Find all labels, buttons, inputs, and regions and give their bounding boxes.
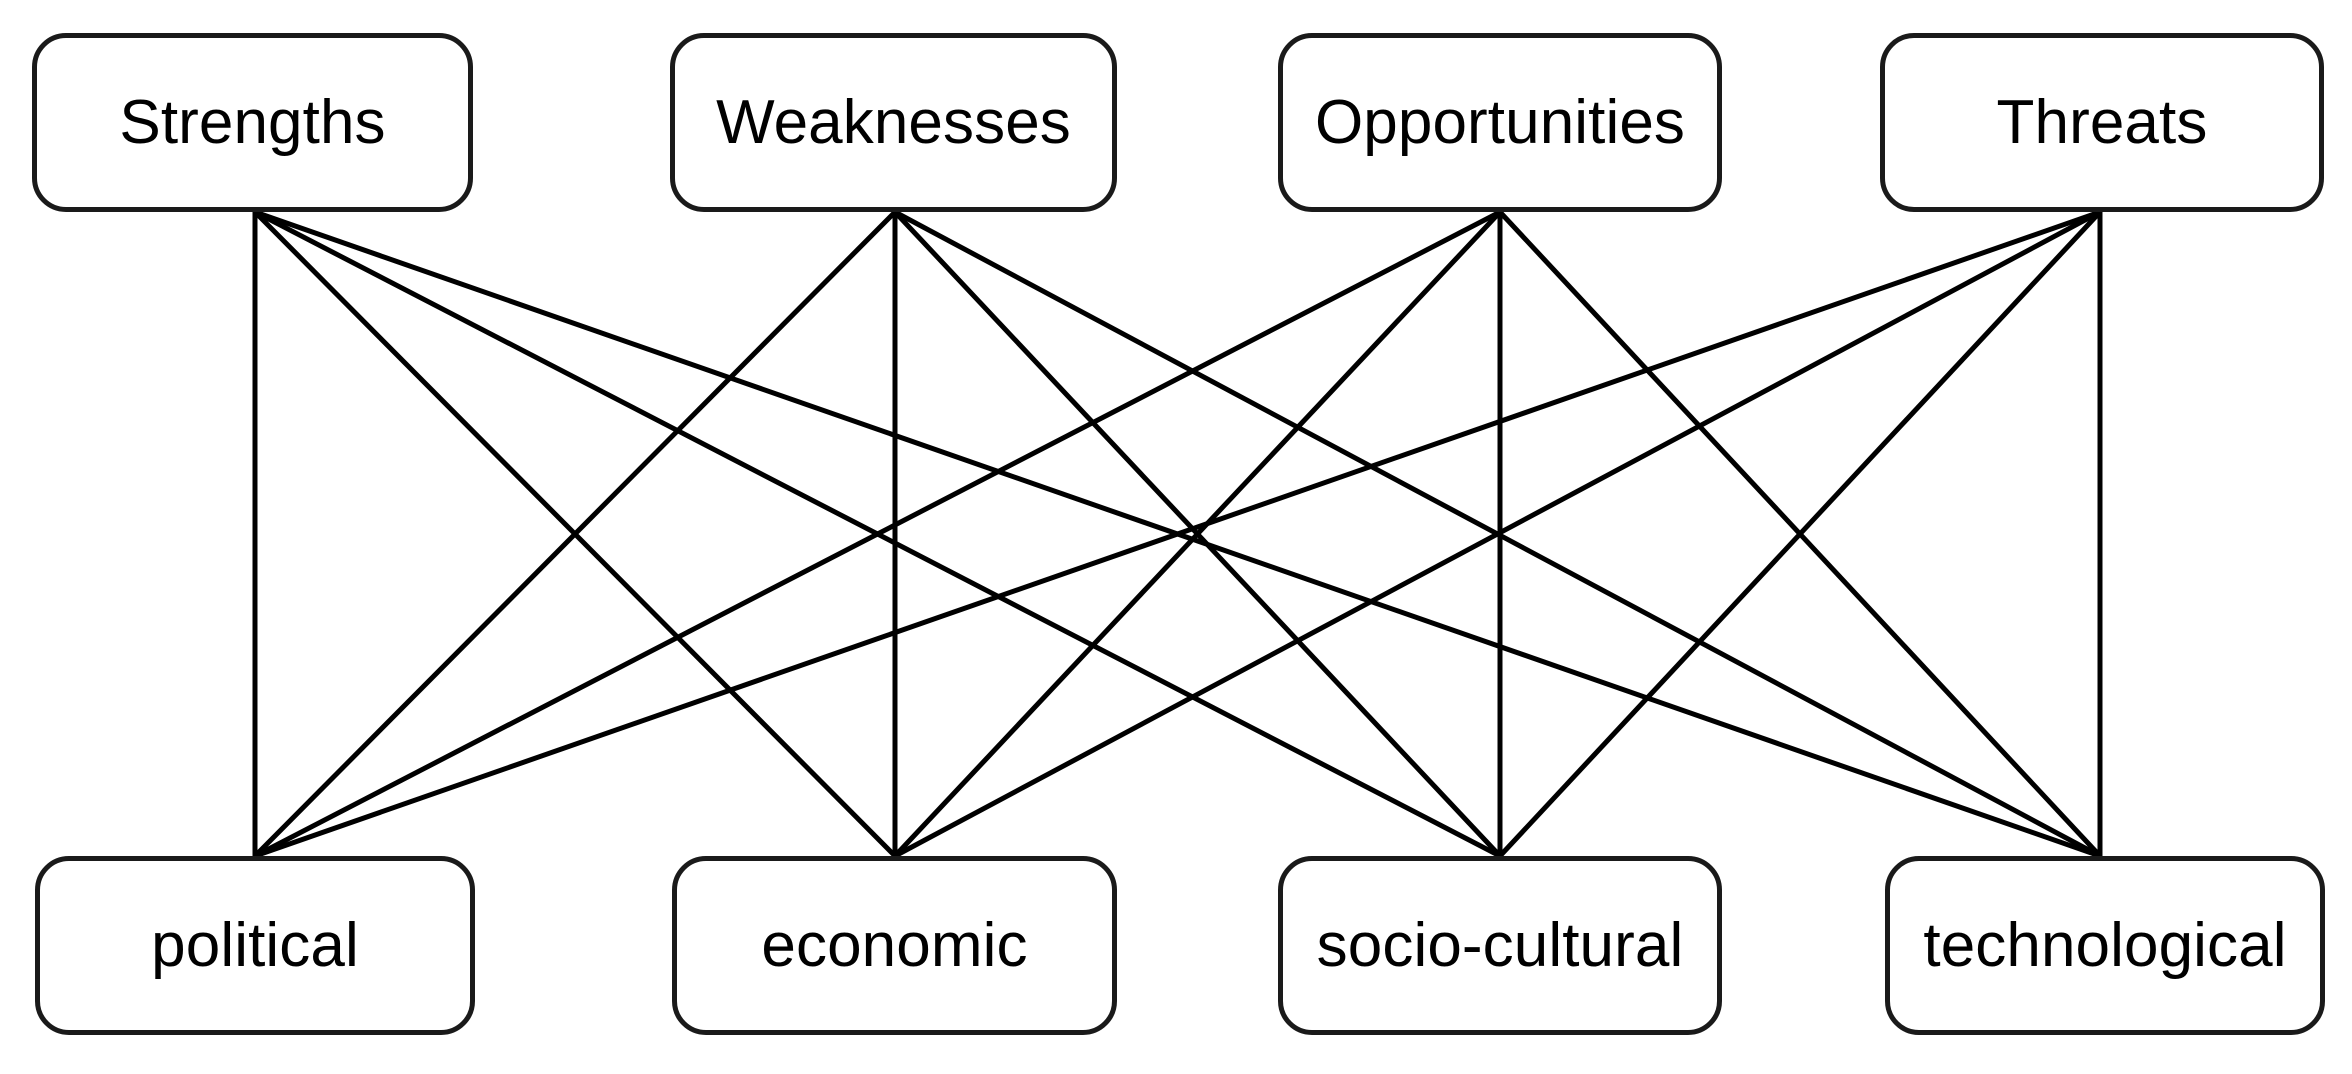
node-label-weaknesses: Weaknesses [716,87,1071,157]
node-threats[interactable]: Threats [1880,33,2324,212]
node-political[interactable]: political [35,856,475,1035]
edge-opportunities-to-political [253,209,1502,859]
node-socio-cultural[interactable]: socio-cultural [1278,856,1722,1035]
node-label-socio-cultural: socio-cultural [1316,910,1684,980]
node-economic[interactable]: economic [672,856,1117,1035]
edge-threats-to-socio-cultural [1498,210,2102,858]
edge-threats-to-political [254,209,2101,859]
node-label-political: political [151,910,359,980]
edge-opportunities-to-economic [893,210,1502,858]
edge-threats-to-economic [893,209,2102,859]
node-technological[interactable]: technological [1885,856,2325,1035]
node-strengths[interactable]: Strengths [32,33,473,212]
edge-weaknesses-to-political [253,210,897,858]
node-label-strengths: Strengths [119,87,386,157]
node-label-opportunities: Opportunities [1314,87,1686,157]
node-weaknesses[interactable]: Weaknesses [670,33,1117,212]
node-opportunities[interactable]: Opportunities [1278,33,1722,212]
node-label-threats: Threats [1996,87,2208,157]
node-label-technological: technological [1923,910,2287,980]
node-label-economic: economic [761,910,1028,980]
